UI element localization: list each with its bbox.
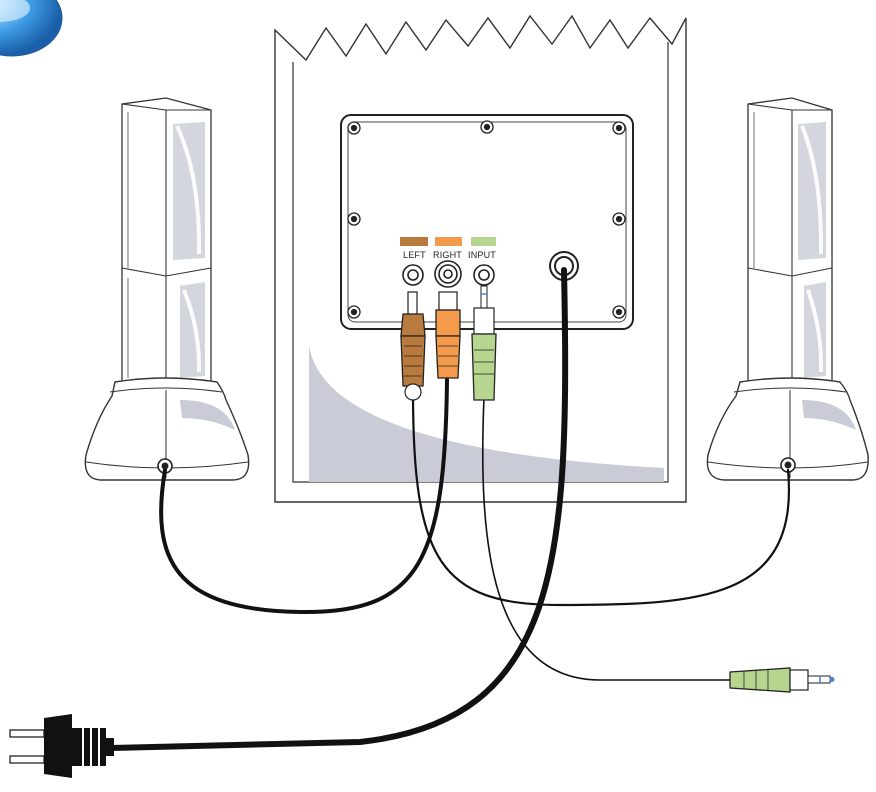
- input-jack: [473, 264, 495, 286]
- 3.5mm-plug-icon: [729, 667, 835, 693]
- power-cable: [107, 267, 569, 751]
- right-speaker-base: [706, 377, 869, 481]
- left-speaker-base: [84, 377, 250, 481]
- right-rca-plug: [435, 291, 461, 379]
- left-color-tag: [400, 237, 428, 246]
- left-speaker-tower: [121, 97, 212, 383]
- input-jack-label: INPUT: [468, 250, 496, 260]
- right-jack: [434, 260, 462, 288]
- panel-shadow: [309, 345, 664, 482]
- right-speaker-cable: [411, 390, 791, 607]
- plate-screws: [347, 120, 626, 319]
- right-jack-label: RIGHT: [433, 250, 462, 260]
- right-color-tag: [435, 237, 462, 246]
- left-jack-label: LEFT: [403, 250, 426, 260]
- input-color-tag: [471, 237, 496, 246]
- input-cable: [481, 397, 731, 681]
- input-mini-plug: [471, 285, 497, 401]
- cables: [107, 267, 791, 751]
- blue-orb-icon: [0, 0, 63, 57]
- left-speaker-cable: [159, 378, 449, 615]
- left-jack: [402, 264, 424, 286]
- left-rca-plug: [400, 291, 426, 401]
- power-plug-icon: [9, 714, 114, 778]
- right-speaker-tower: [747, 97, 833, 383]
